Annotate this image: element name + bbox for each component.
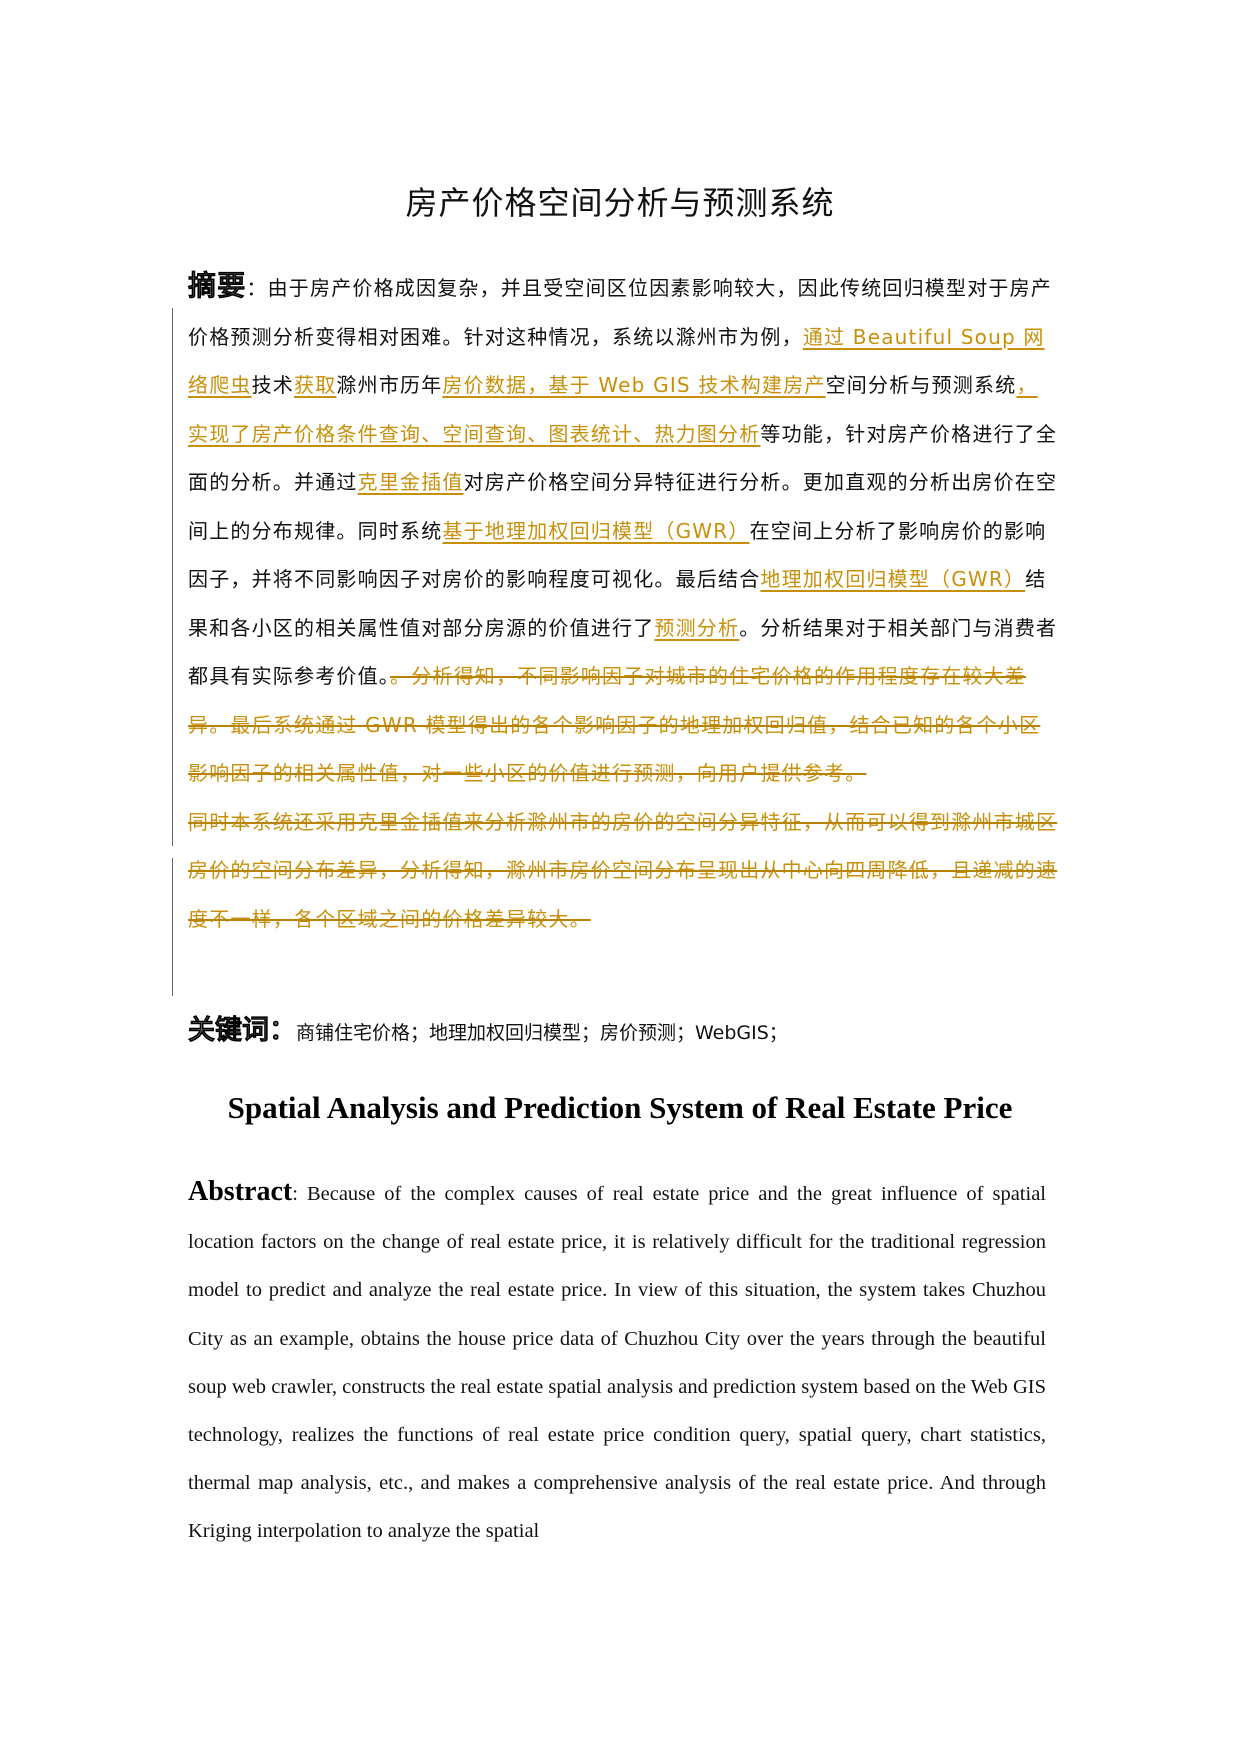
inserted-text: 克里金插值 [357, 470, 464, 494]
deleted-paragraph: 同时本系统还采用克里金插值来分析滁州市的房价的空间分异特征，从而可以得到滁州市城… [188, 809, 1058, 931]
abstract-segment: 等功能，针对房产价格进行了全面的分析。并通过 [188, 421, 1058, 495]
abstract-segment: 结果和各小区的相关属性值对部分房源的价值进行了 [188, 567, 1047, 640]
change-bar [172, 858, 173, 996]
chinese-title: 房产价格空间分析与预测系统 [405, 184, 835, 222]
keywords-text: 商铺住宅价格；地理加权回归模型；房价预测；WebGIS； [296, 1022, 788, 1044]
abstract-colon: ： [246, 276, 268, 300]
inserted-text: 基于地理加权回归模型（GWR） [442, 518, 750, 543]
inserted-text: 地理加权回归模型（GWR） [760, 567, 1026, 591]
inserted-text: 获取 [294, 373, 337, 397]
abstract-segment: 由于房产价格成因复杂，并且受空间区位因素影响较大，因此传统回归模型对于房产价格预… [188, 276, 1053, 349]
english-title: Spatial Analysis and Prediction System o… [227, 1090, 1013, 1125]
abstract-segment: 空间分析与预测系统 [825, 373, 1017, 397]
abstract-segment: 。分析结果对于相关部门与消费者都具有实际参考价值。 [188, 615, 1058, 689]
abstract-label-en: Abstract [188, 1176, 293, 1207]
chinese-abstract: 摘要：由于房产价格成因复杂，并且受空间区位因素影响较大，因此传统回归模型对于房产… [188, 262, 1058, 943]
english-abstract: Abstract: Because of the complex causes … [188, 1168, 1046, 1556]
inserted-text: 预测分析 [654, 615, 740, 640]
inserted-text: 房价数据，基于 Web GIS 技术构建房产 [442, 373, 826, 397]
chinese-keywords: 关键词：商铺住宅价格；地理加权回归模型；房价预测；WebGIS； [188, 1008, 788, 1047]
abstract-segment: 对房产价格空间分异特征进行分析。更加直观的分析出房价在空间上的分布规律。同时系统 [188, 470, 1058, 543]
inserted-text: 通过 Beautiful Soup 网络爬虫 [188, 324, 1045, 398]
change-bar [172, 308, 173, 846]
abstract-text-en: : Because of the complex causes of real … [188, 1183, 1046, 1543]
keywords-label: 关键词： [188, 1015, 297, 1047]
inserted-text: ，实现了房产价格条件查询、空间查询、图表统计、热力图分析 [188, 373, 1038, 446]
abstract-segment: 在空间上分析了影响房价的影响因子，并将不同影响因子对房价的影响程度可视化。最后结… [188, 518, 1047, 592]
abstract-label: 摘要 [188, 269, 247, 303]
abstract-segment: 滁州市历年 [336, 373, 443, 397]
abstract-segment: 技术 [251, 373, 295, 397]
deleted-text: 。分析得知，不同影响因子对城市的住宅价格的作用程度存在较大差异。最后系统通过 G… [188, 664, 1041, 785]
